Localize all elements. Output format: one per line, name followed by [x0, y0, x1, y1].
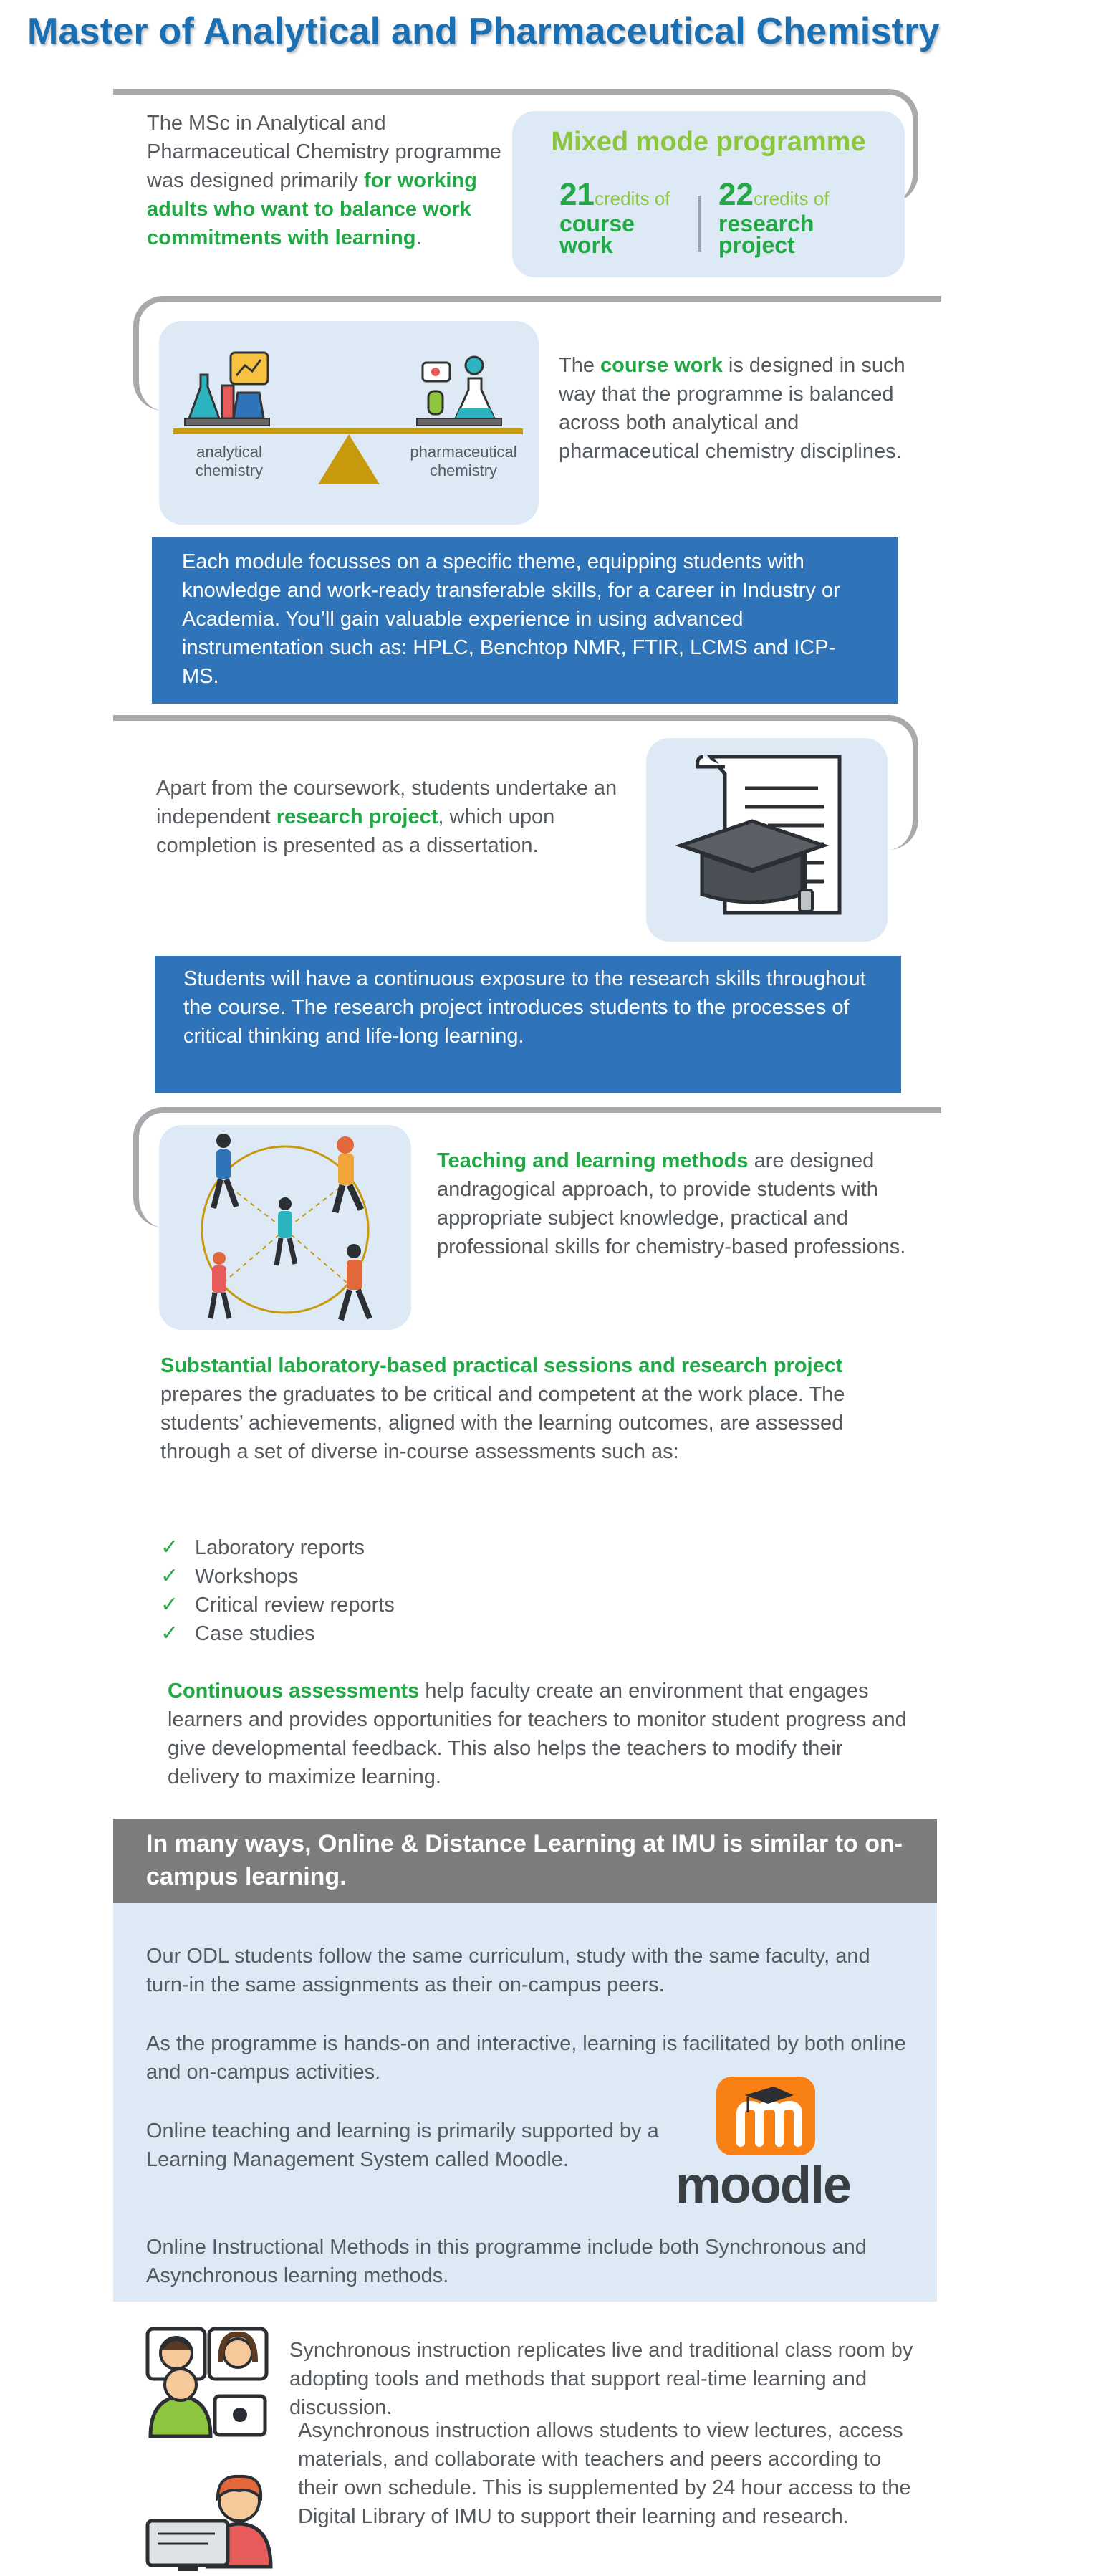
- moodle-logo-icon: [716, 2077, 815, 2155]
- research-credits: 22credits of research project: [718, 177, 830, 258]
- section-frame-teaching: [133, 1107, 941, 1227]
- analytical-chemistry-label: analytical chemistry: [195, 443, 264, 479]
- list-item: ✓Critical review reports: [160, 1591, 590, 1619]
- person-icon: [338, 1244, 372, 1321]
- person-icon: [211, 1134, 239, 1209]
- module-info-box: Each module focusses on a specific theme…: [152, 537, 898, 704]
- section-frame-research: [113, 715, 918, 850]
- list-item: ✓Laboratory reports: [160, 1533, 590, 1562]
- research-skills-box: Students will have a continuous exposure…: [155, 956, 901, 1093]
- balance-scale-icon: [173, 351, 523, 484]
- teaching-illustration: [159, 1125, 411, 1330]
- section-frame-intro: [113, 89, 918, 204]
- research-text: Apart from the coursework, students unde…: [156, 777, 617, 857]
- coursework-text: The course work is designed in such way …: [559, 354, 905, 463]
- odl-banner: In many ways, Online & Distance Learning…: [113, 1819, 937, 1903]
- diploma-illustration: [646, 738, 888, 942]
- page-title: Master of Analytical and Pharmaceutical …: [27, 11, 940, 52]
- asynchronous-text: Asynchronous instruction allows students…: [298, 2419, 911, 2528]
- moodle-logo-text: moodle: [675, 2157, 852, 2214]
- mixed-mode-box: Mixed mode programme 21credits of course…: [512, 111, 905, 277]
- odl-paragraph: Our ODL students follow the same curricu…: [146, 1945, 870, 1996]
- moodle-logo: moodle: [673, 2077, 852, 2220]
- lab-text: Substantial laboratory-based practical s…: [160, 1354, 845, 1463]
- odl-paragraph: Online Instructional Methods in this pro…: [146, 2236, 867, 2287]
- person-icon: [208, 1252, 232, 1319]
- mixed-mode-title: Mixed mode programme: [551, 127, 866, 157]
- analytical-flasks-icon: [184, 351, 270, 426]
- continuous-assessment-text: Continuous assessments help faculty crea…: [168, 1680, 907, 1789]
- coursework-credits: 21credits of course work: [559, 177, 670, 258]
- intro-text: The MSc in Analytical and Pharmaceutical…: [147, 112, 501, 249]
- research-skills-text: Students will have a continuous exposure…: [183, 967, 866, 1048]
- synchronous-text: Synchronous instruction replicates live …: [289, 2339, 913, 2419]
- check-icon: ✓: [160, 1564, 179, 1588]
- module-info-text: Each module focusses on a specific theme…: [182, 550, 840, 688]
- section-frame-balance: [133, 296, 941, 411]
- credits-divider: [698, 196, 701, 252]
- check-icon: ✓: [160, 1593, 179, 1617]
- odl-info-block: Our ODL students follow the same curricu…: [113, 1903, 937, 2302]
- pharmaceutical-chemistry-label: pharmaceutical chemistry: [410, 443, 517, 479]
- person-icon: [332, 1136, 365, 1214]
- list-item: ✓Case studies: [160, 1619, 590, 1648]
- graduation-cap-diploma-icon: [675, 755, 842, 915]
- assessment-checklist: ✓Laboratory reports ✓Workshops ✓Critical…: [160, 1533, 590, 1648]
- odl-paragraph: Online teaching and learning is primaril…: [146, 2120, 659, 2171]
- odl-paragraph: As the programme is hands-on and interac…: [146, 2032, 906, 2084]
- check-icon: ✓: [160, 1536, 179, 1559]
- computer-user-icon: [145, 2474, 273, 2571]
- pharmaceutical-flasks-icon: [416, 355, 502, 426]
- list-item: ✓Workshops: [160, 1562, 590, 1591]
- teaching-text: Teaching and learning methods are design…: [437, 1149, 906, 1258]
- synchronous-illustration: [140, 2322, 269, 2443]
- people-network-icon: [201, 1134, 372, 1321]
- check-icon: ✓: [160, 1622, 179, 1645]
- person-icon: [274, 1197, 298, 1266]
- balance-illustration: analytical chemistry pharmaceutical chem…: [159, 321, 539, 525]
- asynchronous-illustration: [143, 2459, 284, 2574]
- video-call-icon: [145, 2327, 269, 2438]
